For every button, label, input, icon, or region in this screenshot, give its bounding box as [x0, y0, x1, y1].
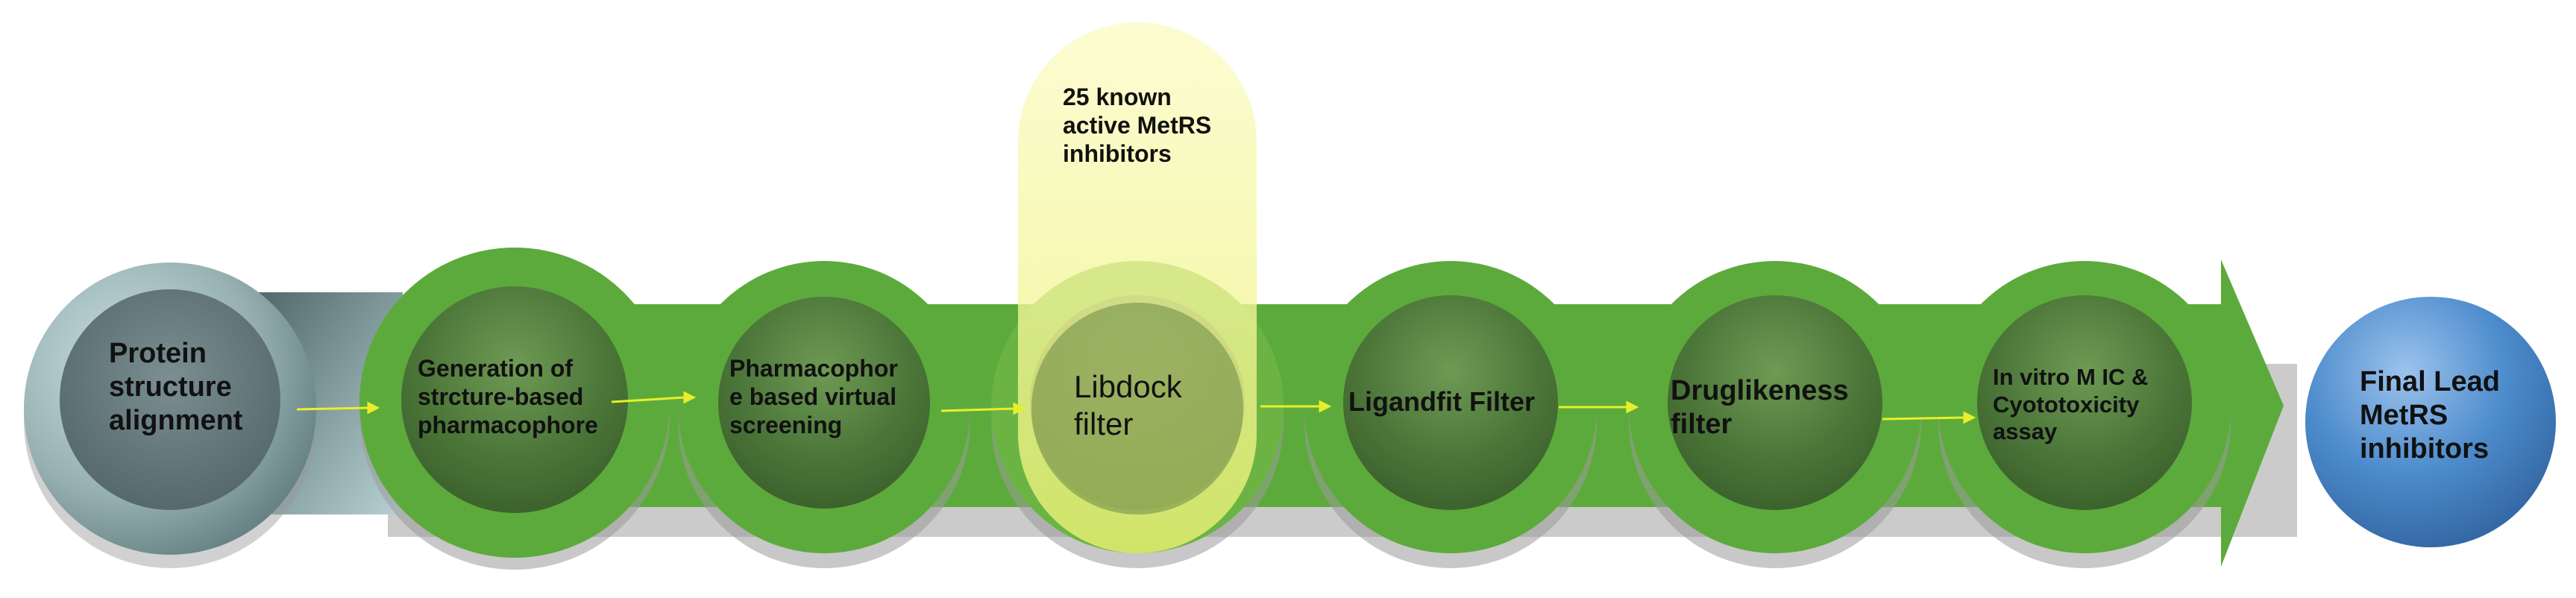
step-invitro-label: In vitro M IC & Cyototoxicity assay — [1993, 364, 2149, 445]
step-final-label: Final Lead MetRS inhibitors — [2360, 366, 2500, 465]
step-pharmacophore-label: Pharmacophor e based virtual screening — [729, 355, 898, 438]
step-druglikeness-label: Druglikeness filter — [1671, 375, 1849, 440]
step-ligandfit-label: Ligandfit Filter — [1348, 386, 1535, 417]
callout-label: 25 known active MetRS inhibitors — [1063, 84, 1212, 167]
connector-arrows — [296, 391, 1976, 424]
step-protein-label: Protein structure alignment — [109, 338, 243, 436]
final-circle — [2305, 297, 2556, 547]
step-libdock-label: Libdock filter — [1074, 369, 1182, 441]
arrow-head — [2221, 259, 2284, 567]
start-inner — [60, 289, 280, 510]
step-generation-label: Generation of strcture-based pharmacopho… — [418, 355, 598, 438]
